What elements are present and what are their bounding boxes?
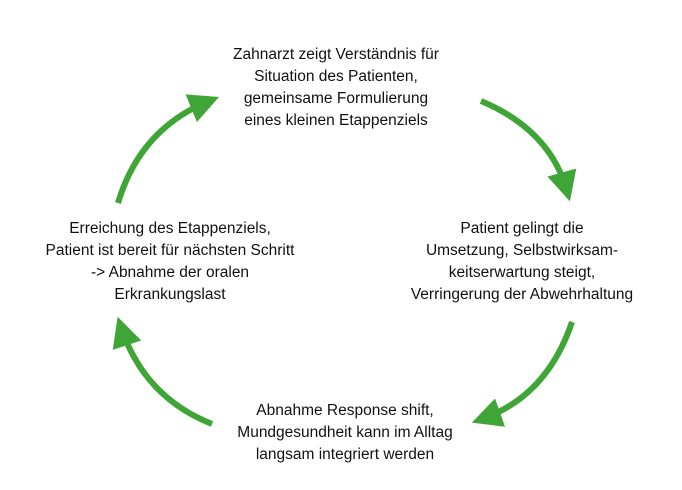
node-top-line: Zahnarzt zeigt Verständnis für	[233, 46, 439, 63]
node-right-line: Umsetzung, Selbstwirksam-	[425, 242, 619, 259]
arrow-bottom-to-left	[112, 316, 214, 427]
arrow-left-to-top	[115, 94, 220, 204]
node-top-line: eines kleinen Etappenziels	[244, 112, 428, 129]
node-right-line: Patient gelingt die	[460, 220, 584, 237]
node-right-line: Verringerung der Abwehrhaltung	[410, 286, 634, 303]
node-bottom-line: Abnahme Response shift,	[256, 402, 434, 419]
node-left-line: Patient ist bereit für nächsten Schritt	[45, 242, 295, 259]
arrow-right-to-bottom	[471, 321, 575, 427]
arrow-top-to-right	[479, 98, 577, 202]
node-left-line: Erreichung des Etappenziels,	[69, 220, 271, 237]
node-left-text: Erreichung des Etappenziels, Patient ist…	[10, 218, 330, 306]
node-bottom-text: Abnahme Response shift, Mundgesundheit k…	[190, 400, 500, 466]
node-right-text: Patient gelingt die Umsetzung, Selbstwir…	[372, 218, 672, 306]
node-bottom-line: langsam integriert werden	[255, 446, 435, 463]
node-top-line: gemeinsame Formulierung	[243, 90, 429, 107]
node-right-line: keitserwartung steigt,	[448, 264, 596, 281]
node-bottom-line: Mundgesundheit kann im Alltag	[237, 424, 453, 441]
node-top-line: Situation des Patienten,	[254, 68, 418, 85]
node-left-line: -> Abnahme der oralen	[90, 264, 250, 281]
node-top-text: Zahnarzt zeigt Verständnis für Situation…	[166, 44, 506, 132]
node-left-line: Erkrankungslast	[114, 286, 226, 303]
